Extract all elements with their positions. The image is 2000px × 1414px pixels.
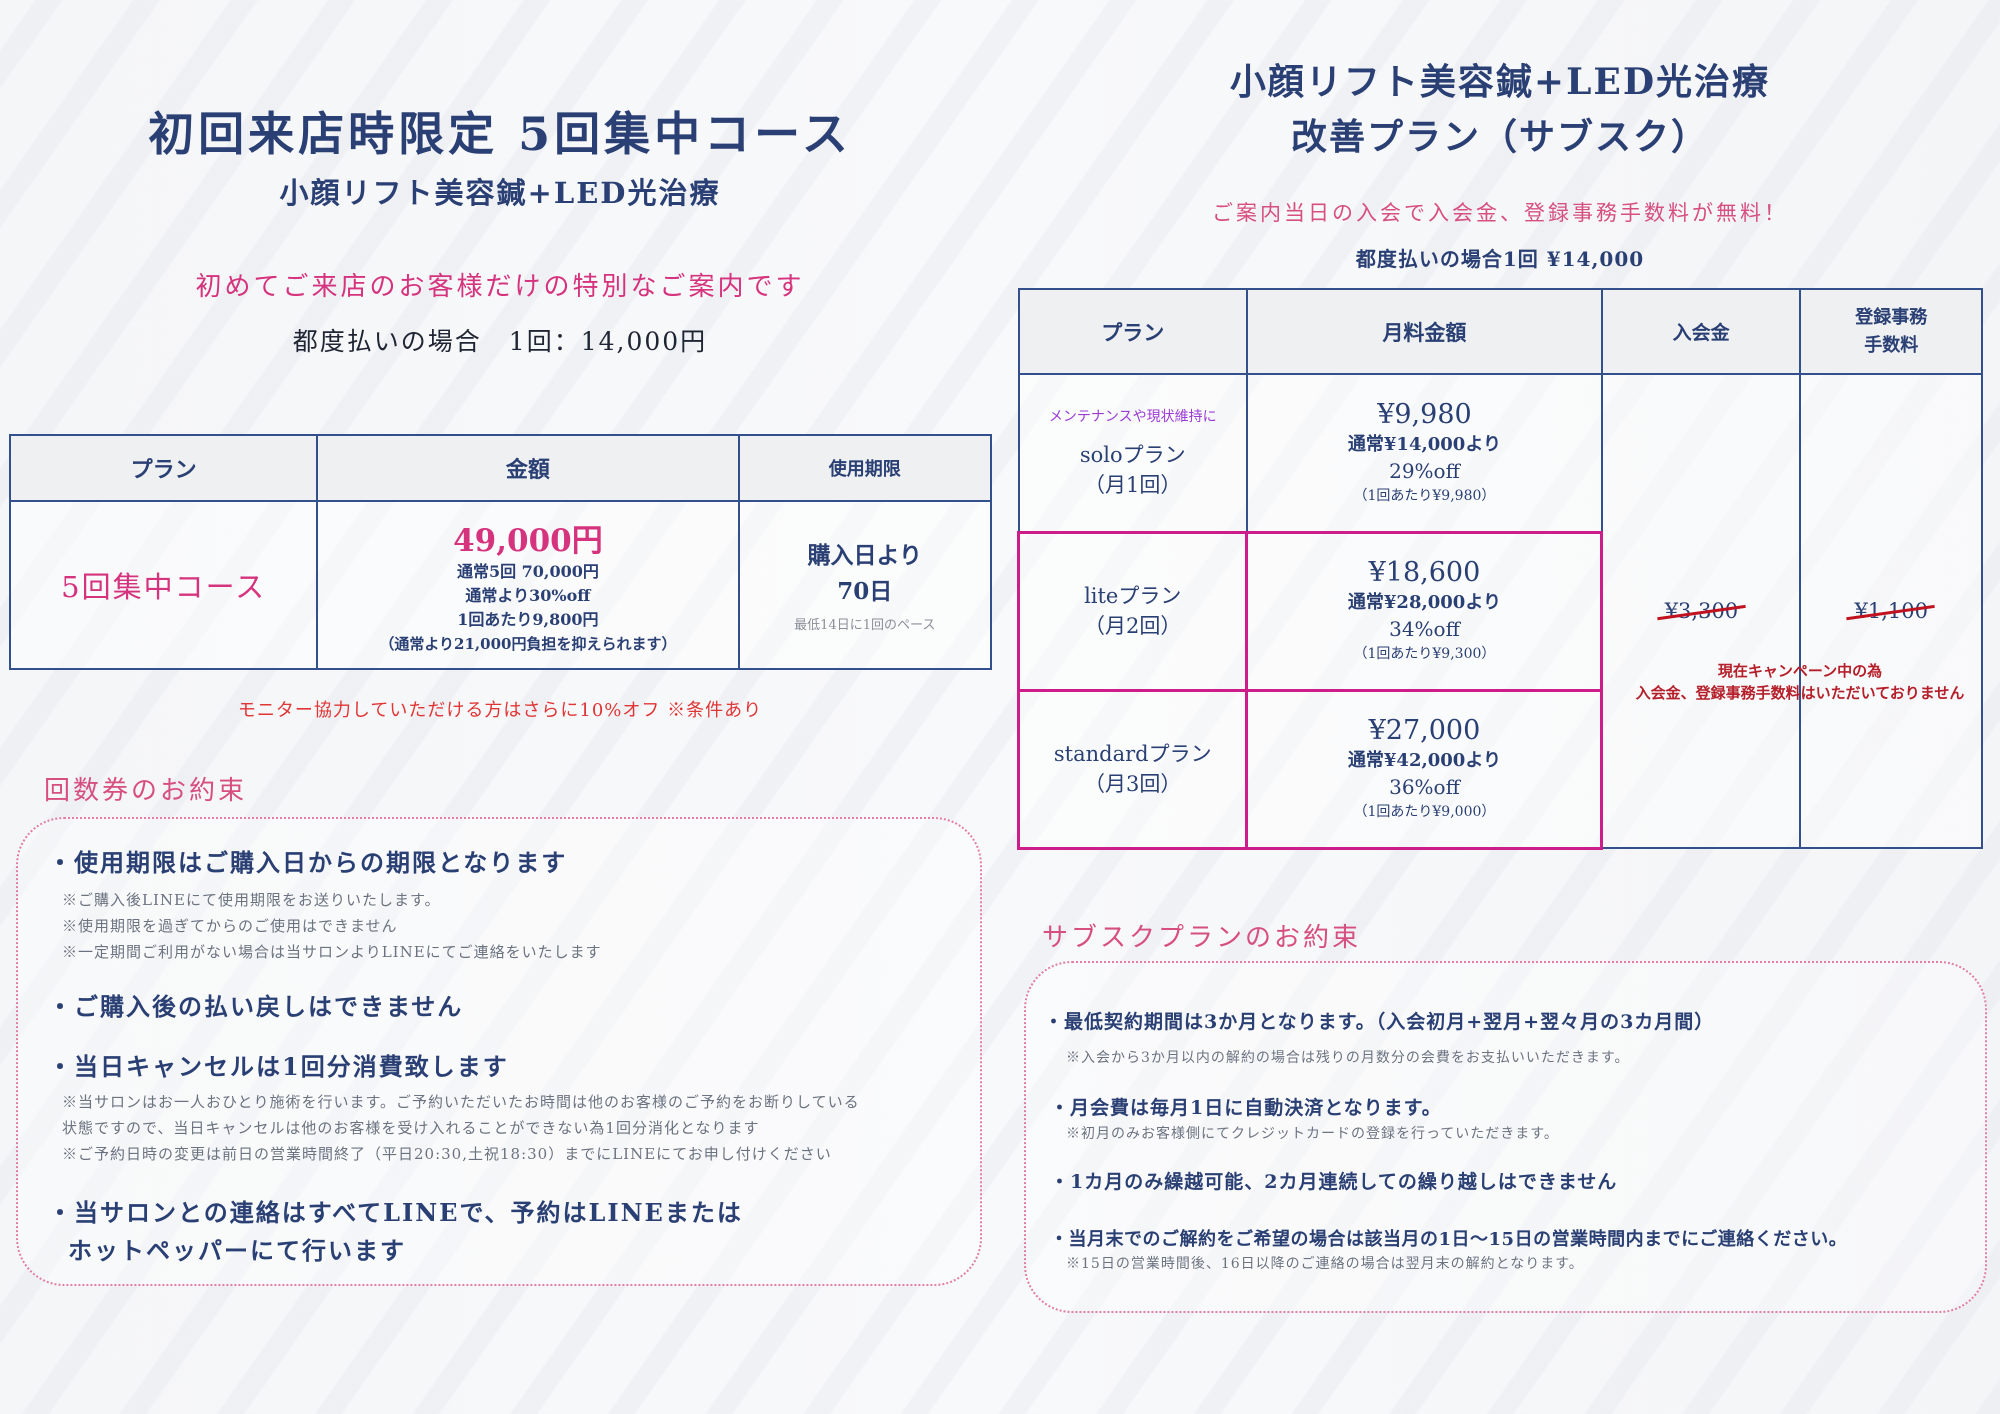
promise-note: ※当サロンはお一人おひとり施術を行います。ご予約いただいたお時間は他のお客様のご… — [62, 1093, 860, 1111]
limit-line1: 購入日より — [807, 541, 923, 569]
header-registration-line1: 登録事務 — [1855, 306, 1928, 328]
promise-item: ・月会費は毎月1日に自動決済となります。 — [1050, 1097, 1442, 1119]
monitor-note: モニター協力していただける方はさらに10%オフ ※条件あり — [237, 700, 763, 721]
header-limit: 使用期限 — [737, 434, 993, 502]
left-single-price: 都度払いの場合 1回：14,000円 — [292, 327, 708, 356]
campaign-line2: 入会金、登録事務手数料はいただいておりません — [1635, 684, 1965, 702]
header-monthly: 月料金額 — [1245, 288, 1603, 375]
promise-item: ・当サロンとの連絡はすべてLINEで、予約はLINEまたは — [48, 1198, 743, 1227]
left-promise-box: ・使用期限はご購入日からの期限となります ※ご購入後LINEにて使用期限をお送り… — [16, 817, 982, 1286]
limit-note: 最低14日に1回のペース — [794, 617, 936, 633]
course-table-header: プラン 金額 使用期限 — [8, 434, 993, 502]
left-promise-heading: 回数券のお約束 — [44, 776, 248, 806]
registration-fee-cell: ¥1,100 — [1799, 373, 1983, 849]
campaign-note: 現在キャンペーン中の為 入会金、登録事務手数料はいただいておりません — [1580, 660, 2000, 704]
campaign-line1: 現在キャンペーン中の為 — [1717, 662, 1883, 680]
left-subtitle: 小顔リフト美容鍼+LED光治療 — [279, 176, 721, 210]
discount: 34%off — [1389, 617, 1460, 641]
promise-note: ※一定期間ご利用がない場合は当サロンよりLINEにてご連絡をいたします — [62, 943, 602, 961]
header-plan: プラン — [1017, 288, 1248, 375]
original-price: 通常¥28,000より — [1347, 592, 1501, 613]
registration-fee-struck: ¥1,100 — [1846, 599, 1936, 623]
course-name: 5回集中コース — [61, 570, 267, 604]
header-entry-fee: 入会金 — [1600, 288, 1802, 375]
promise-note: ※入会から3か月以内の解約の場合は残りの月数分の会費をお支払いいただきます。 — [1066, 1050, 1630, 1066]
right-single-price: 都度払いの場合1回 ¥14,000 — [1355, 247, 1645, 271]
plan-frequency: （月1回） — [1084, 472, 1182, 497]
promise-note: ※使用期限を過ぎてからのご使用はできません — [62, 917, 398, 935]
promise-item: ・ご購入後の払い戻しはできません — [48, 992, 464, 1021]
free-notice: ご案内当日の入会で入会金、登録事務手数料が無料！ — [1212, 201, 1788, 225]
plan-tag: メンテナンスや現状維持に — [1048, 408, 1217, 425]
header-plan: プラン — [8, 434, 319, 502]
table-row: liteプラン （月2回） ¥18,600 通常¥28,000より 34%off… — [1016, 530, 1983, 692]
discount: 29%off — [1389, 458, 1460, 483]
per-session: （1回あたり¥9,000） — [1353, 804, 1496, 820]
plan-name: liteプラン — [1084, 584, 1182, 608]
price-line: 1回あたり9,800円 — [457, 609, 599, 629]
discount: 36%off — [1389, 775, 1460, 799]
promise-item: ・1カ月のみ繰越可能、2カ月連続しての繰り越しはできません — [1050, 1171, 1618, 1193]
right-title-line1: 小顔リフト美容鍼+LED光治療 — [1229, 61, 1771, 103]
promise-item: ・当月末でのご解約をご希望の場合は該当月の1日～15日の営業時間内までにご連絡く… — [1050, 1229, 1848, 1250]
promise-item: ・最低契約期間は3か月となります。（入会初月+翌月+翌々月の3カ月間） — [1044, 1011, 1715, 1033]
plan-name: standardプラン — [1053, 742, 1212, 766]
right-title: 小顔リフト美容鍼+LED光治療 改善プラン（サブスク） — [1000, 55, 2000, 165]
plan-frequency: （月2回） — [1084, 614, 1182, 638]
entry-fee-struck: ¥3,300 — [1656, 599, 1746, 623]
course-price: 49,000円 — [453, 522, 603, 559]
subscription-table: プラン 月料金額 入会金 登録事務 手数料 メンテナンスや現状維持に soloプ… — [1016, 288, 1983, 850]
right-title-line2: 改善プラン（サブスク） — [1290, 116, 1709, 158]
original-price: 通常¥14,000より — [1347, 433, 1501, 455]
entry-fee-cell: ¥3,300 — [1600, 373, 1802, 849]
price-line: 通常より30%off — [465, 585, 591, 605]
price-line: 通常5回 70,000円 — [456, 561, 599, 581]
header-registration-fee: 登録事務 手数料 — [1799, 288, 1983, 375]
plan-name: soloプラン — [1079, 442, 1186, 467]
promise-note: ※ご購入後LINEにて使用期限をお送りいたします。 — [62, 891, 441, 909]
original-price: 通常¥42,000より — [1347, 750, 1501, 771]
left-title: 初回来店時限定 5回集中コース — [148, 107, 852, 161]
promise-item: ・当日キャンセルは1回分消費致します — [48, 1052, 509, 1081]
table-row: standardプラン （月3回） ¥27,000 通常¥42,000より 36… — [1016, 688, 1983, 850]
table-row: 5回集中コース 49,000円 通常5回 70,000円 通常より30%off … — [8, 500, 993, 670]
promise-item-cont: ホットペッパーにて行います — [68, 1236, 406, 1265]
table-row: メンテナンスや現状維持に soloプラン （月1回） ¥9,980 通常¥14,… — [1017, 373, 1983, 849]
course-table: プラン 金額 使用期限 5回集中コース 49,000円 通常5回 70,000円… — [8, 434, 993, 670]
monthly-price: ¥9,980 — [1377, 398, 1472, 430]
promise-note: ※ご予約日時の変更は前日の営業時間終了（平日20:30,土祝18:30）までにL… — [62, 1145, 832, 1163]
right-promise-heading: サブスクプランのお約束 — [1042, 923, 1362, 953]
header-price: 金額 — [316, 434, 740, 502]
plan-frequency: （月3回） — [1084, 772, 1182, 796]
per-session: （1回あたり¥9,980） — [1353, 487, 1496, 504]
subscription-table-header: プラン 月料金額 入会金 登録事務 手数料 — [1017, 288, 1983, 375]
limit-days: 70日 — [837, 577, 893, 605]
promise-note: ※初月のみお客様側にてクレジットカードの登録を行っていただきます。 — [1066, 1126, 1559, 1142]
per-session: （1回あたり¥9,300） — [1353, 646, 1496, 662]
header-registration-line2: 手数料 — [1864, 334, 1919, 356]
price-line: （通常より21,000円負担を抑えられます） — [379, 634, 677, 653]
promise-note: 状態ですので、当日キャンセルは他のお客様を受け入れることができない為1回分消化と… — [62, 1119, 760, 1137]
monthly-price: ¥27,000 — [1368, 715, 1481, 746]
promise-note: ※15日の営業時間後、16日以降のご連絡の場合は翌月末の解約となります。 — [1066, 1256, 1584, 1272]
monthly-price: ¥18,600 — [1368, 557, 1481, 588]
promise-item: ・使用期限はご購入日からの期限となります — [48, 848, 568, 877]
left-intro: 初めてご来店のお客様だけの特別なご案内です — [195, 272, 805, 302]
right-promise-box: ・最低契約期間は3か月となります。（入会初月+翌月+翌々月の3カ月間） ※入会か… — [1024, 961, 1987, 1313]
